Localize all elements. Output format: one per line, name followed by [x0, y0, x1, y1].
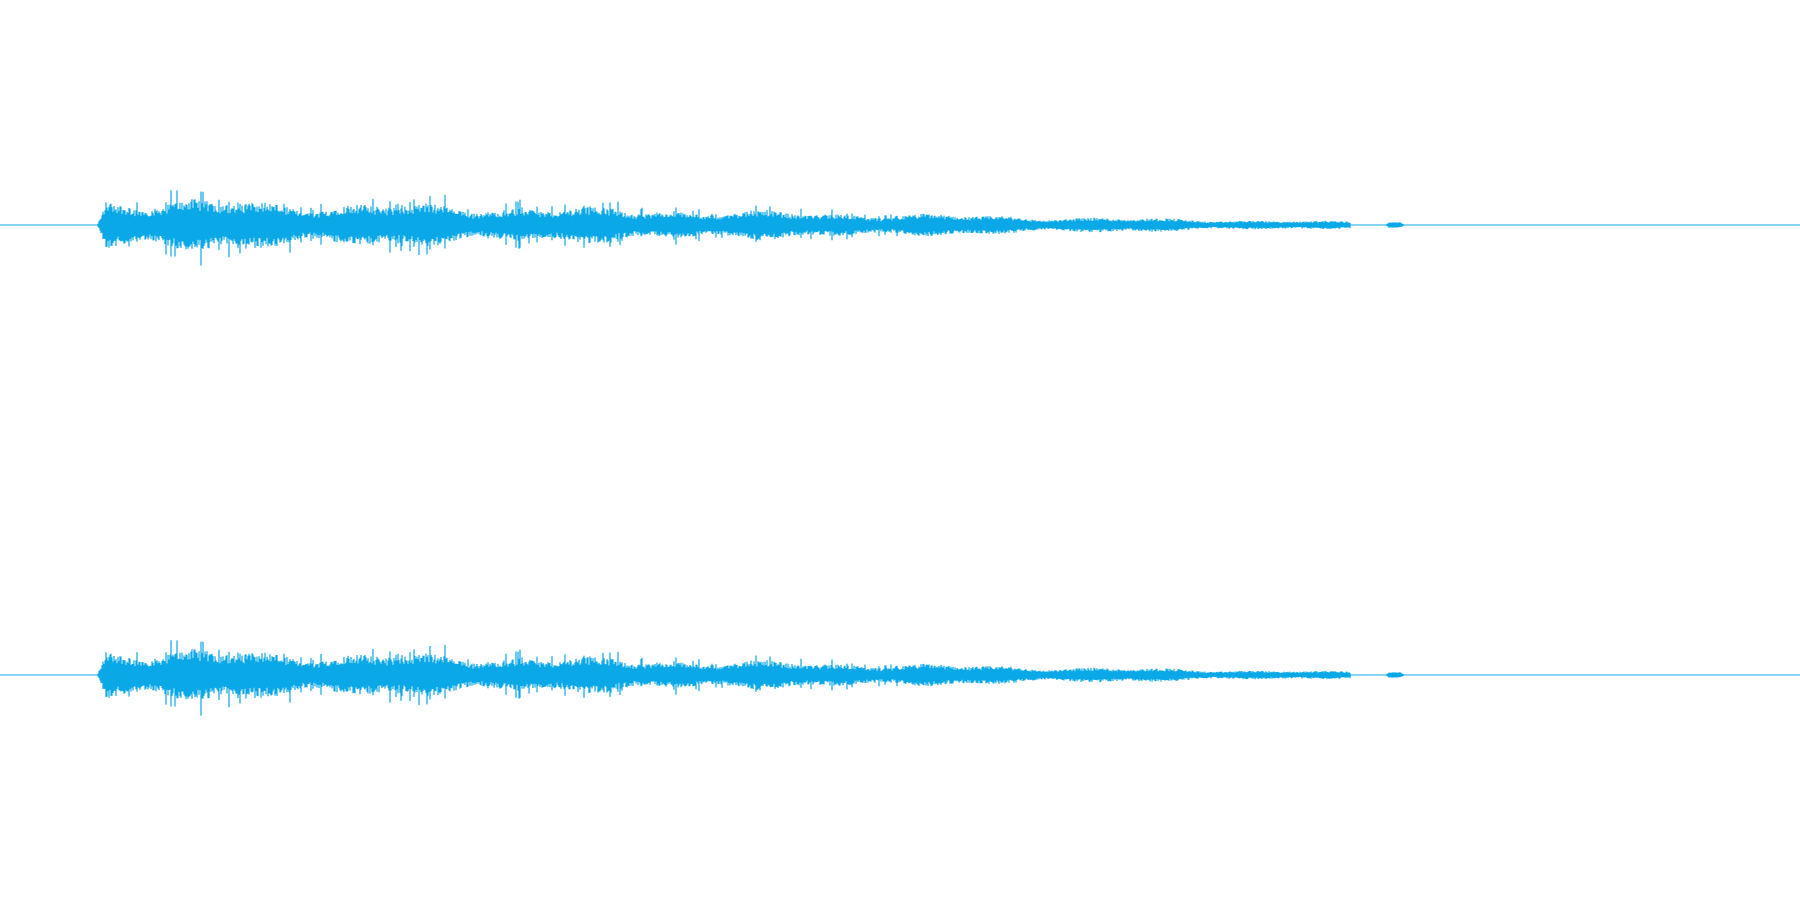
waveform-channel-left: [0, 190, 1800, 266]
waveform-tail-blob: [1386, 222, 1404, 228]
waveform-tail-blob: [1386, 672, 1404, 678]
waveform-samples: [97, 640, 1401, 716]
waveform-channel-right: [0, 640, 1800, 716]
waveform-samples: [97, 190, 1401, 266]
